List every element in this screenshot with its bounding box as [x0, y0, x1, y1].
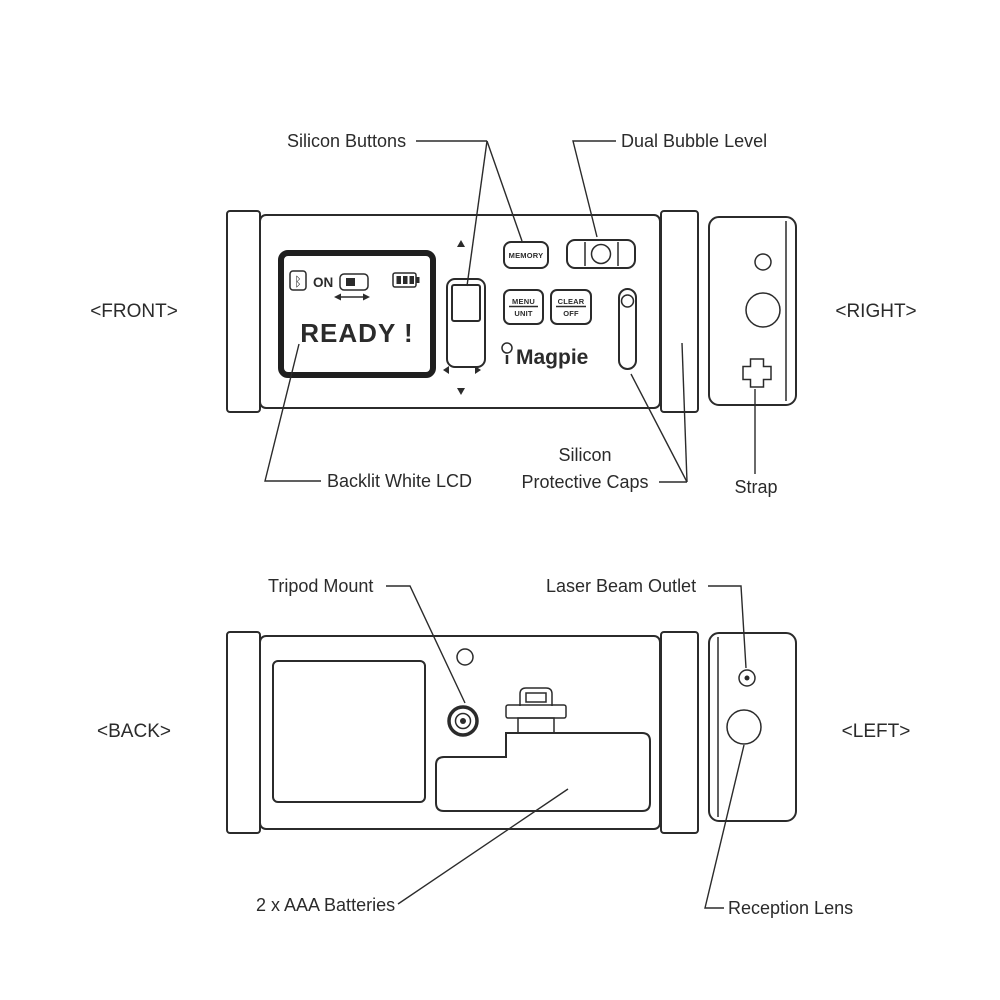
back-view-label: <BACK>: [97, 721, 171, 742]
callout-labels: Silicon Buttons Dual Bubble Level <FRONT…: [90, 131, 916, 918]
menu-unit-button: MENU UNIT: [504, 290, 543, 324]
right-large-port: [746, 293, 780, 327]
laser-beam-outlet-label: Laser Beam Outlet: [546, 576, 696, 596]
bubble-level: [567, 240, 635, 268]
clear-label: CLEAR: [558, 297, 585, 306]
tripod-leader: [386, 586, 465, 703]
lcd-message: READY !: [300, 318, 413, 348]
left-view-label: <LEFT>: [842, 721, 911, 742]
laser-leader: [708, 586, 746, 668]
silicon-cap-capsule: [619, 289, 636, 369]
leader-lines: [265, 141, 755, 908]
battery-icon: [393, 273, 420, 287]
back-right-end-cap: [661, 632, 698, 833]
strap-hole-icon: [743, 359, 771, 387]
laser-module: [506, 688, 566, 733]
lcd-power-state: ON: [313, 275, 333, 290]
logo-dot-icon: [502, 343, 512, 353]
menu-label: MENU: [512, 297, 535, 306]
silicon-buttons-label: Silicon Buttons: [287, 131, 406, 151]
battery-tray: [436, 733, 650, 811]
brand-logo: Magpie: [502, 343, 588, 369]
dual-bubble-level-label: Dual Bubble Level: [621, 131, 767, 151]
unit-label: UNIT: [514, 309, 533, 318]
arrow-left-icon: [334, 293, 341, 301]
laser-beam-outlet-port: [739, 670, 755, 686]
silicon-caps-label-line1: Silicon: [558, 445, 611, 465]
nav-pad-outline: [447, 279, 485, 367]
front-left-end-cap: [227, 211, 260, 412]
silicon-caps-label-line2: Protective Caps: [521, 472, 648, 492]
clear-off-button: CLEAR OFF: [551, 290, 591, 324]
lcd-leader: [265, 344, 321, 481]
off-label: OFF: [563, 309, 579, 318]
battery-door: [273, 661, 425, 802]
bluetooth-glyph: ᛒ: [294, 275, 302, 290]
left-view: [709, 633, 796, 821]
tripod-mount-label: Tripod Mount: [268, 576, 373, 596]
right-view-label: <RIGHT>: [835, 301, 916, 322]
memory-button-label: MEMORY: [509, 251, 544, 260]
brand-name: Magpie: [516, 346, 588, 369]
nav-down-icon: [457, 388, 465, 395]
back-left-end-cap: [227, 632, 260, 833]
right-side-body: [709, 217, 796, 405]
right-small-port: [755, 254, 771, 270]
nav-left-icon: [443, 366, 449, 374]
batteries-label: 2 x AAA Batteries: [256, 895, 395, 915]
tripod-mount: [449, 707, 477, 735]
front-view: ᛒ ON READY !: [227, 211, 698, 412]
display-icon: [334, 274, 370, 301]
reception-lens-leader: [705, 745, 744, 908]
front-right-end-cap: [661, 211, 698, 412]
nav-center-button: [452, 285, 480, 321]
lcd-frame: [281, 253, 433, 375]
back-view: [227, 632, 698, 833]
left-side-body: [709, 633, 796, 821]
bluetooth-icon: ᛒ: [290, 271, 306, 290]
lcd-module: ᛒ ON READY !: [281, 253, 433, 375]
nav-pad: [443, 240, 485, 395]
memory-button: MEMORY: [504, 242, 548, 268]
batteries-leader: [398, 789, 568, 904]
back-screw-hole: [457, 649, 473, 665]
nav-right-icon: [475, 366, 481, 374]
backlit-lcd-label: Backlit White LCD: [327, 471, 472, 491]
nav-up-icon: [457, 240, 465, 247]
arrow-right-icon: [363, 293, 370, 301]
strap-label: Strap: [734, 477, 777, 497]
front-view-label: <FRONT>: [90, 301, 178, 322]
bubble-vial: [592, 245, 611, 264]
reception-lens-port: [727, 710, 761, 744]
bubble-level-leader: [573, 141, 616, 237]
reception-lens-label: Reception Lens: [728, 898, 853, 918]
right-view: [709, 217, 796, 405]
